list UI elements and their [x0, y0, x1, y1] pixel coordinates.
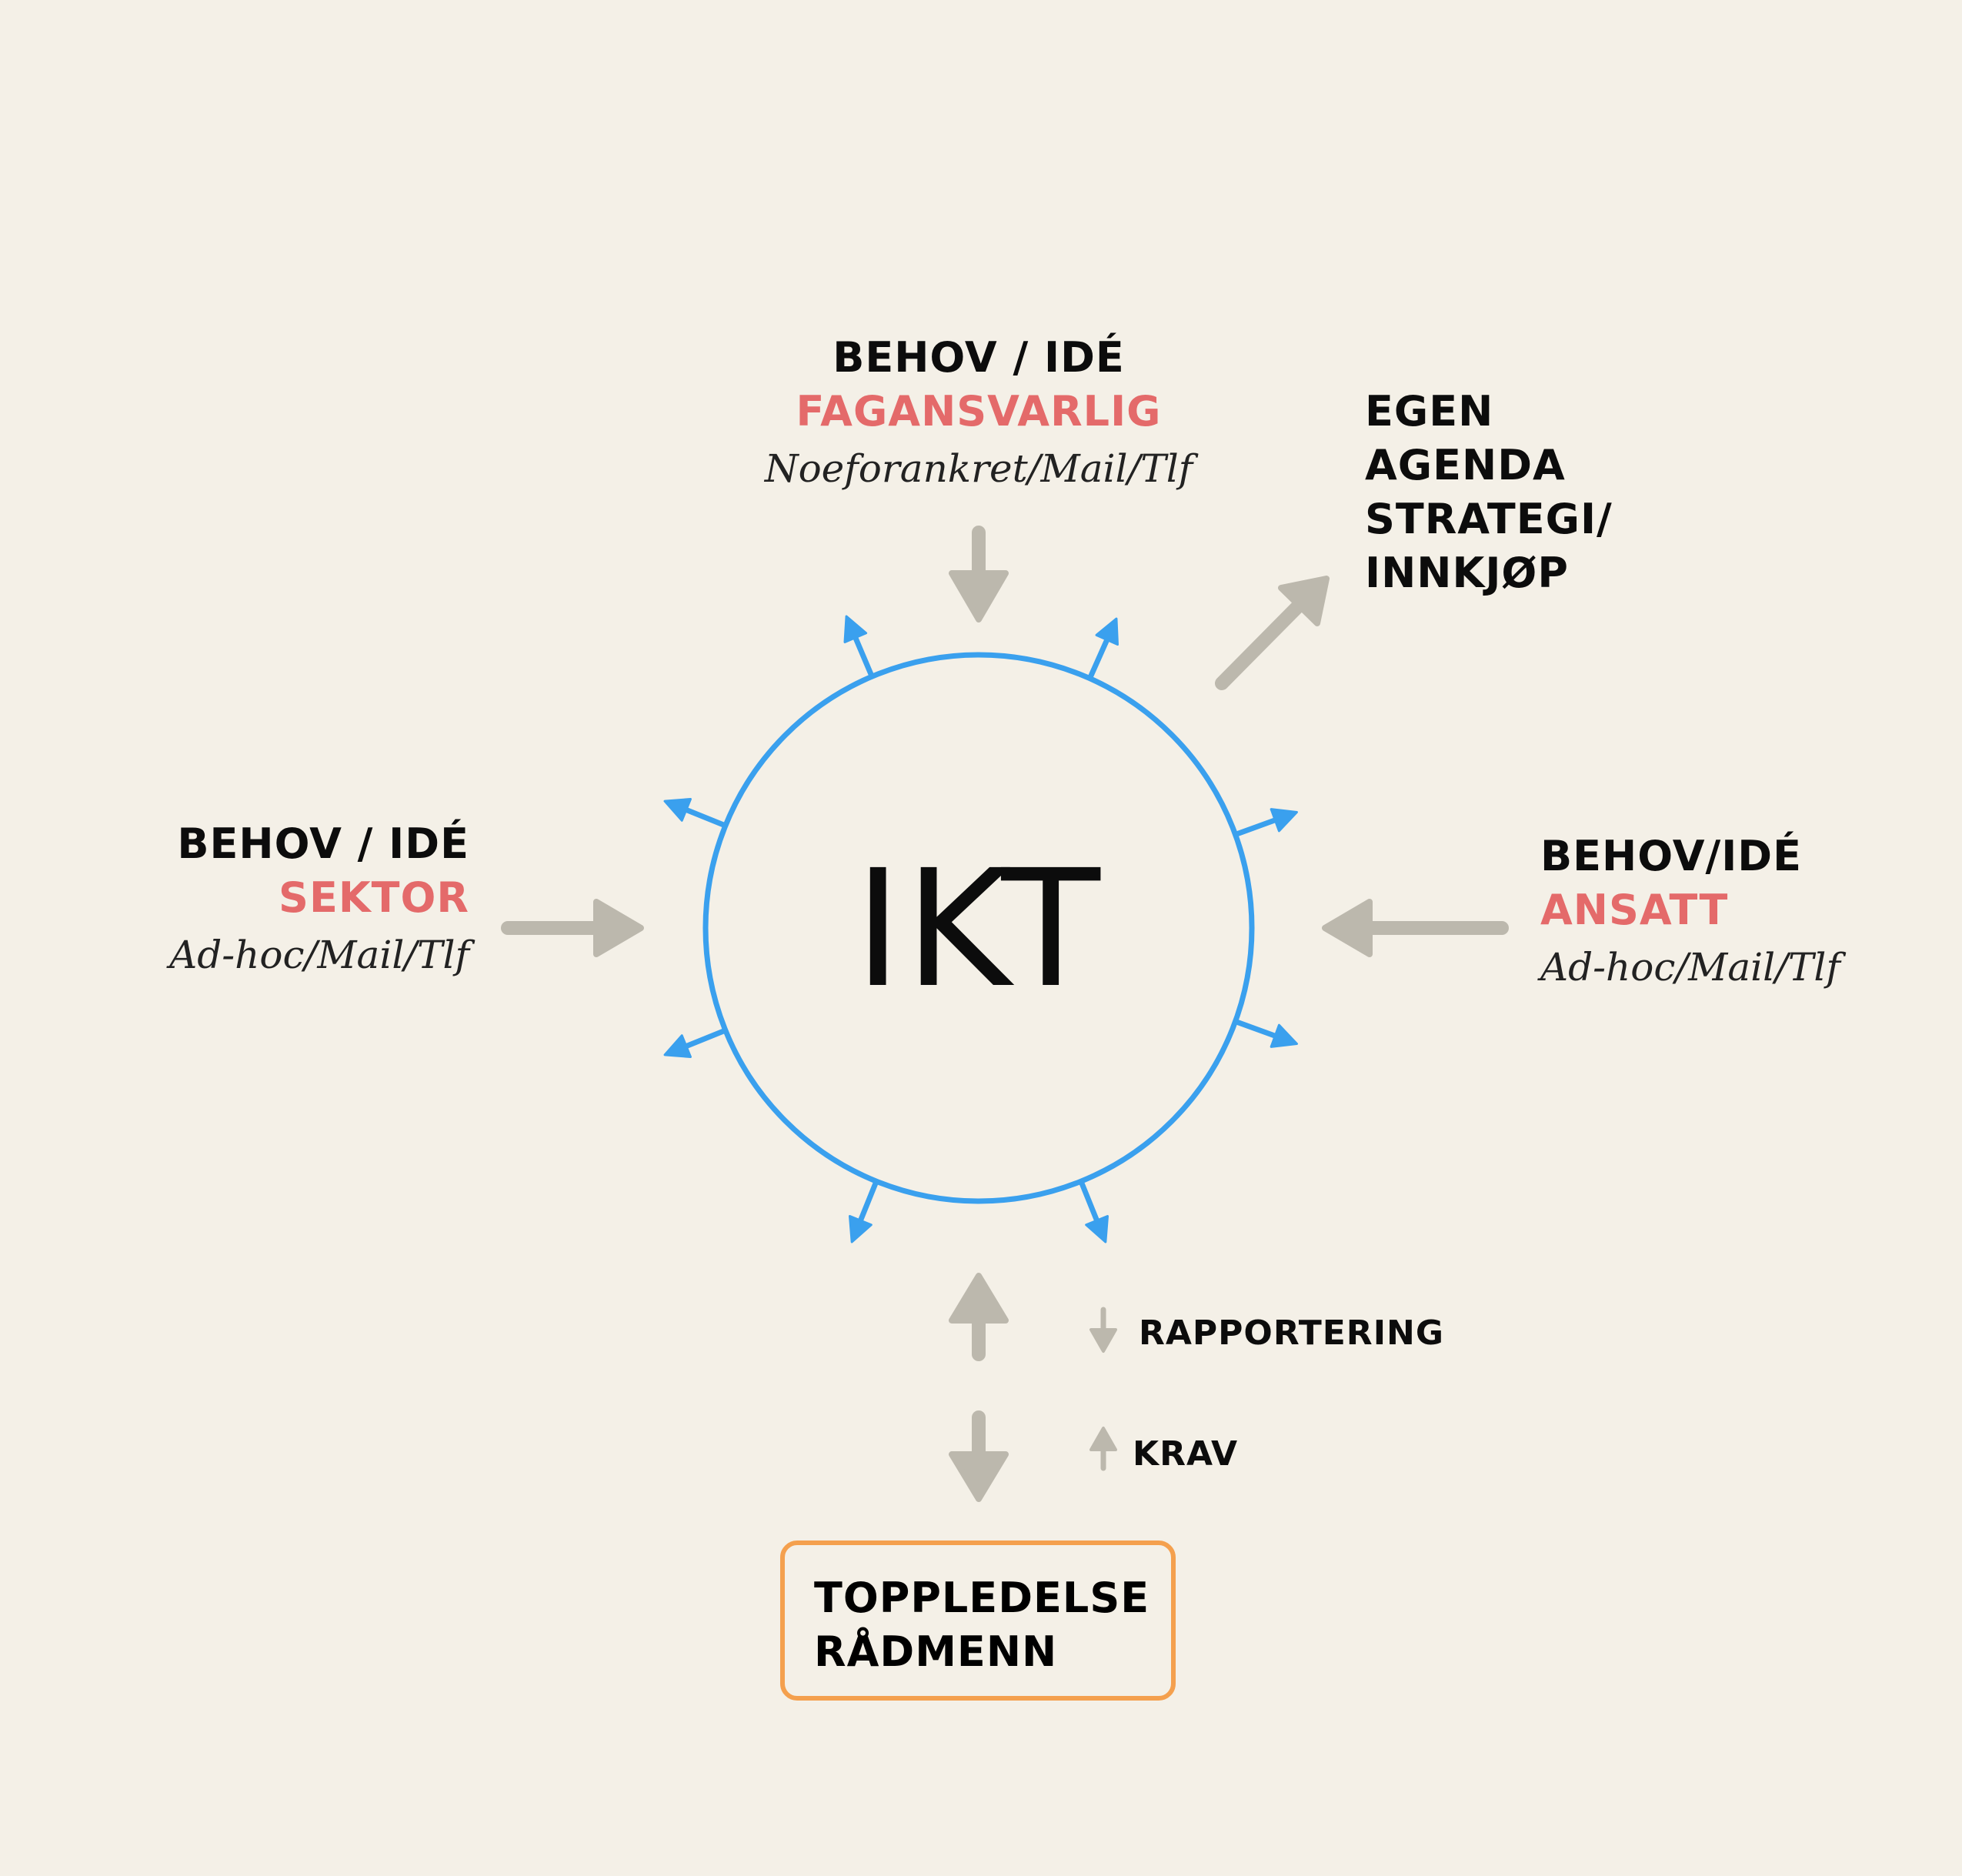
arrow-up-icon — [949, 1273, 1009, 1361]
radial-arrow-icon — [849, 1180, 879, 1243]
source-left-channels: Ad-hoc/Mail/Tlf — [169, 933, 469, 977]
arrow-down-icon — [1089, 1307, 1117, 1353]
arrow-left-icon — [1322, 899, 1509, 957]
center-title: IKT — [854, 835, 1103, 1023]
radial-arrow-icon — [1078, 1180, 1109, 1243]
source-left: BEHOV / IDÉ SEKTOR Ad-hoc/Mail/Tlf — [115, 817, 469, 985]
source-top-role: FAGANSVARLIG — [796, 387, 1162, 436]
legend-krav: KRAV — [1133, 1434, 1239, 1474]
agenda-block: EGEN AGENDA STRATEGI/ INNKJØP — [1365, 385, 1673, 600]
arrow-right-icon — [501, 899, 644, 957]
source-top-title: BEHOV / IDÉ — [833, 333, 1125, 382]
arrow-up-right-icon — [1215, 576, 1330, 690]
radial-arrow-icon — [1234, 1019, 1298, 1048]
management-box: TOPPLEDELSE RÅDMENN — [780, 1541, 1176, 1701]
arrow-down-icon — [949, 526, 1009, 623]
agenda-line-2: AGENDA — [1365, 441, 1566, 489]
radial-arrow-icon — [1234, 808, 1298, 837]
source-right-title: BEHOV/IDÉ — [1540, 832, 1803, 880]
source-right-channels: Ad-hoc/Mail/Tlf — [1540, 945, 1840, 990]
radial-arrow-icon — [663, 1027, 727, 1058]
management-line-2: RÅDMENN — [814, 1627, 1058, 1676]
radial-arrow-icon — [1087, 617, 1119, 680]
radial-arrows — [663, 615, 1298, 1243]
radial-arrow-icon — [843, 615, 875, 678]
legend-rapportering: RAPPORTERING — [1139, 1314, 1444, 1353]
arrow-up-icon — [1089, 1427, 1117, 1471]
source-top-channels: Noeforankret/Mail/Tlf — [764, 446, 1193, 491]
ikt-circle — [702, 652, 1255, 1204]
source-right-role: ANSATT — [1540, 886, 1729, 934]
agenda-line-4: INNKJØP — [1365, 549, 1569, 597]
agenda-line-1: EGEN — [1365, 387, 1494, 436]
arrow-down-icon — [949, 1410, 1009, 1502]
agenda-line-3: STRATEGI/ — [1365, 495, 1613, 543]
source-top: BEHOV / IDÉ FAGANSVARLIG Noeforankret/Ma… — [717, 331, 1240, 499]
source-right: BEHOV/IDÉ ANSATT Ad-hoc/Mail/Tlf — [1540, 830, 1902, 997]
source-left-title: BEHOV / IDÉ — [177, 819, 469, 868]
management-line-1: TOPPLEDELSE — [814, 1574, 1150, 1622]
radial-arrow-icon — [663, 798, 727, 829]
source-left-role: SEKTOR — [279, 873, 469, 922]
